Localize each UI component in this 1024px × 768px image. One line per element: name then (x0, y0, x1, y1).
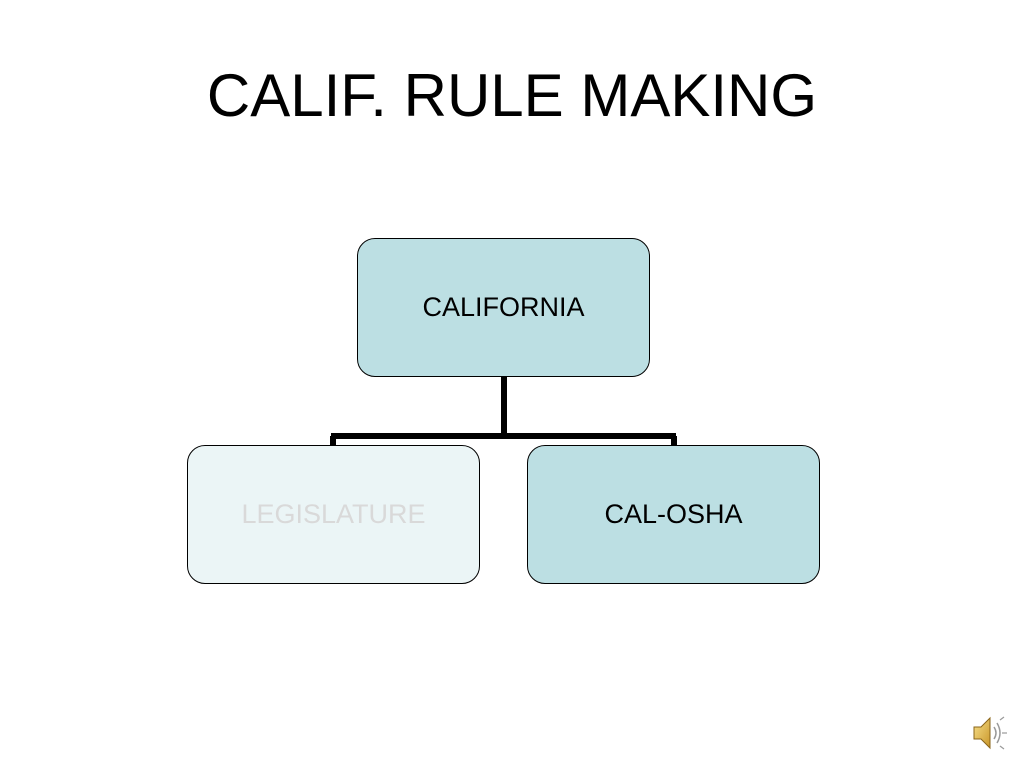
node-california-label: CALIFORNIA (422, 292, 585, 322)
node-cal-osha-label: CAL-OSHA (604, 499, 743, 529)
node-legislature-label: LEGISLATURE (241, 499, 426, 529)
node-california: CALIFORNIA (357, 238, 650, 377)
speaker-icon[interactable] (968, 712, 1010, 754)
node-cal-osha: CAL-OSHA (527, 445, 820, 584)
node-legislature: LEGISLATURE (187, 445, 480, 584)
slide-title: CALIF. RULE MAKING (206, 62, 818, 129)
